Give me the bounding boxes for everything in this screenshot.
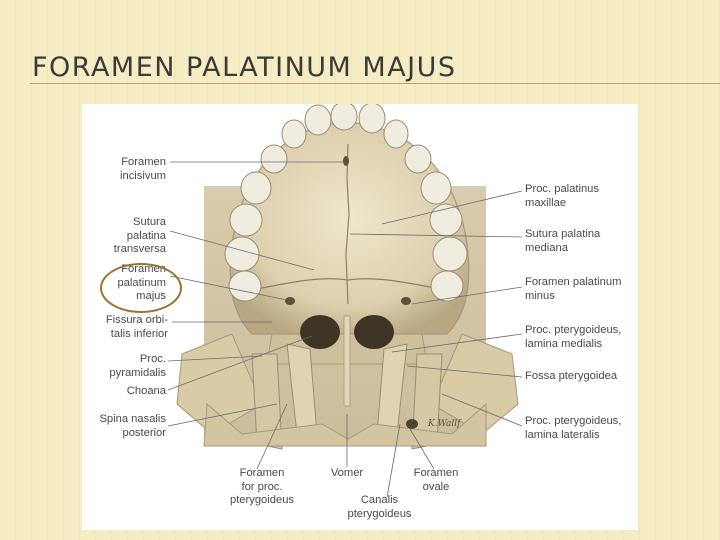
- sutura-palatina-mediana-line: [345, 143, 350, 305]
- skull-base-lower: [203, 402, 487, 447]
- label-proc-palatinus-maxillae: Proc. palatinus maxillae: [525, 183, 600, 209]
- right-lateral-plate: [411, 353, 443, 450]
- vomer-shape: [343, 315, 351, 407]
- right-choana-opening: [354, 315, 394, 349]
- label-proc-pterygoideus-lamina-medialis: Proc. pterygoideus, lamina medialis: [525, 324, 622, 350]
- left-lateral-plate: [251, 353, 283, 450]
- label-choana: Choana: [126, 385, 166, 397]
- label-fossa-pterygoidea: Fossa pterygoidea: [525, 370, 618, 382]
- label-foramen-ovale: Foramen ovale: [413, 467, 459, 493]
- slide-title: FORAMEN PALATINUM MAJUS: [32, 52, 457, 83]
- label-vomer: Vomer: [330, 467, 364, 479]
- sutura-palatina-transversa-line: [256, 278, 441, 290]
- highlight-circle-foramen-palatinum-majus: [100, 263, 182, 313]
- label-spina-nasalis-posterior: Spina nasalis posterior: [99, 413, 166, 439]
- label-proc-pyramidalis: Proc. pyramidalis: [109, 353, 166, 379]
- foramen-ovale-mark: [406, 419, 418, 429]
- foramen-palatinum-majus-right-mark: [401, 297, 411, 305]
- leader-lines: [167, 161, 523, 498]
- label-sutura-palatina-mediana: Sutura palatina mediana: [525, 228, 601, 254]
- title-underline: [30, 83, 720, 84]
- label-foramen-incisivum: Foramen incisivum: [119, 156, 166, 182]
- foramen-incisivum-mark: [343, 156, 349, 166]
- label-fissura-orbitalis-inferior: Fissura orbi- talis inferior: [105, 314, 168, 340]
- anatomy-figure: K.Wallf Foramen incisivum Sutura palatin…: [82, 104, 638, 530]
- label-sutura-palatina-transversa: Sutura palatina transversa: [113, 216, 166, 255]
- skull-base-illustration: K.Wallf: [167, 104, 626, 498]
- dental-arch: [224, 104, 468, 302]
- label-foramen-for-proc-pterygoideus: Foramen for proc. pterygoideus: [229, 467, 295, 506]
- blank-panel: [502, 110, 626, 174]
- label-proc-pterygoideus-lamina-lateralis: Proc. pterygoideus, lamina lateralis: [525, 415, 622, 441]
- label-canalis-pterygoideus: Canalis pterygoideus: [347, 494, 412, 520]
- left-choana-opening: [300, 315, 340, 349]
- foramen-palatinum-majus-mark: [285, 297, 295, 305]
- artist-signature: K.Wallf: [427, 419, 462, 429]
- label-foramen-palatinum-minus: Foramen palatinum minus: [525, 276, 622, 302]
